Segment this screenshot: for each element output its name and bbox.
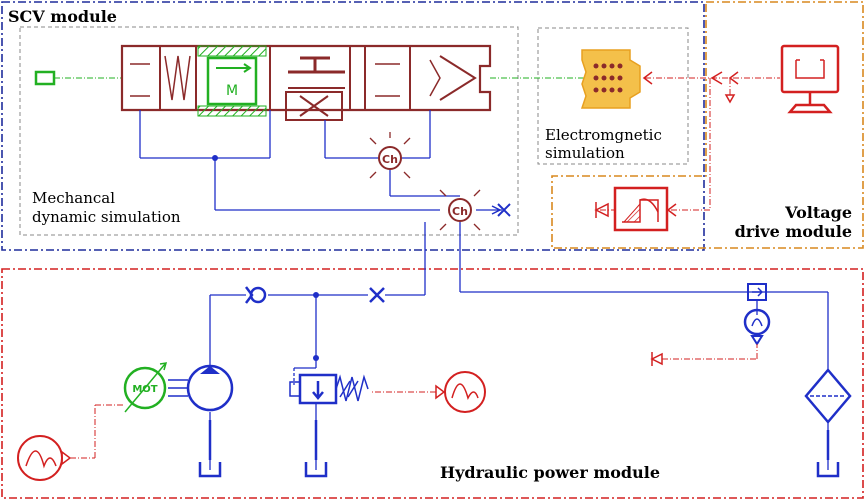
check-valve-icon — [245, 286, 267, 304]
chamber-node-2: Ch — [439, 189, 481, 231]
hydraulic-thick-segments — [198, 420, 840, 478]
mechanical-sim-box — [19, 26, 519, 236]
svg-text:MOT: MOT — [132, 384, 157, 395]
scv-module-title: SCV module — [8, 7, 117, 26]
voltage-module-border — [551, 1, 864, 249]
mechanical-label-line2: dynamic simulation — [32, 208, 181, 226]
input-port — [34, 70, 56, 86]
motor-block: M — [197, 45, 267, 117]
motor-label: M — [226, 83, 238, 99]
chamber-node-1: Ch — [369, 132, 411, 179]
signal-source-icons — [17, 352, 663, 481]
hydraulic-pump-icon — [168, 364, 234, 412]
svg-text:Ch: Ch — [382, 153, 398, 166]
relief-valve-icon — [289, 373, 369, 405]
plug-icon — [497, 203, 511, 217]
electromagnetic-label-line1: Electromgnetic — [545, 126, 662, 144]
svg-text:Ch: Ch — [452, 205, 468, 218]
voltage-module-title-line2: drive module — [735, 222, 852, 241]
orifice-icon — [369, 287, 385, 303]
filter-icon — [804, 368, 852, 424]
flow-sensor-icon — [743, 283, 771, 346]
mechanical-label-line1: Mechancal — [32, 189, 115, 207]
electromagnetic-label-line2: simulation — [545, 144, 625, 162]
monitor-icon — [780, 44, 840, 114]
pwm-source-icon — [613, 186, 669, 232]
hydraulic-module-border — [1, 268, 864, 499]
scv-module-border — [1, 1, 705, 251]
hydraulic-lines — [139, 110, 829, 470]
electromagnetic-sim-box — [537, 27, 689, 165]
scv-valve-assembly — [34, 44, 492, 121]
blue-arrow — [491, 205, 502, 215]
junction-dots — [212, 155, 319, 361]
electric-motor-icon: MOT — [123, 362, 168, 413]
hydraulic-module-title: Hydraulic power module — [440, 463, 660, 482]
electromagnet-coil-icon — [580, 49, 641, 109]
signal-dashed-lines — [70, 344, 758, 459]
voltage-module-title-line1: Voltage — [784, 203, 852, 222]
